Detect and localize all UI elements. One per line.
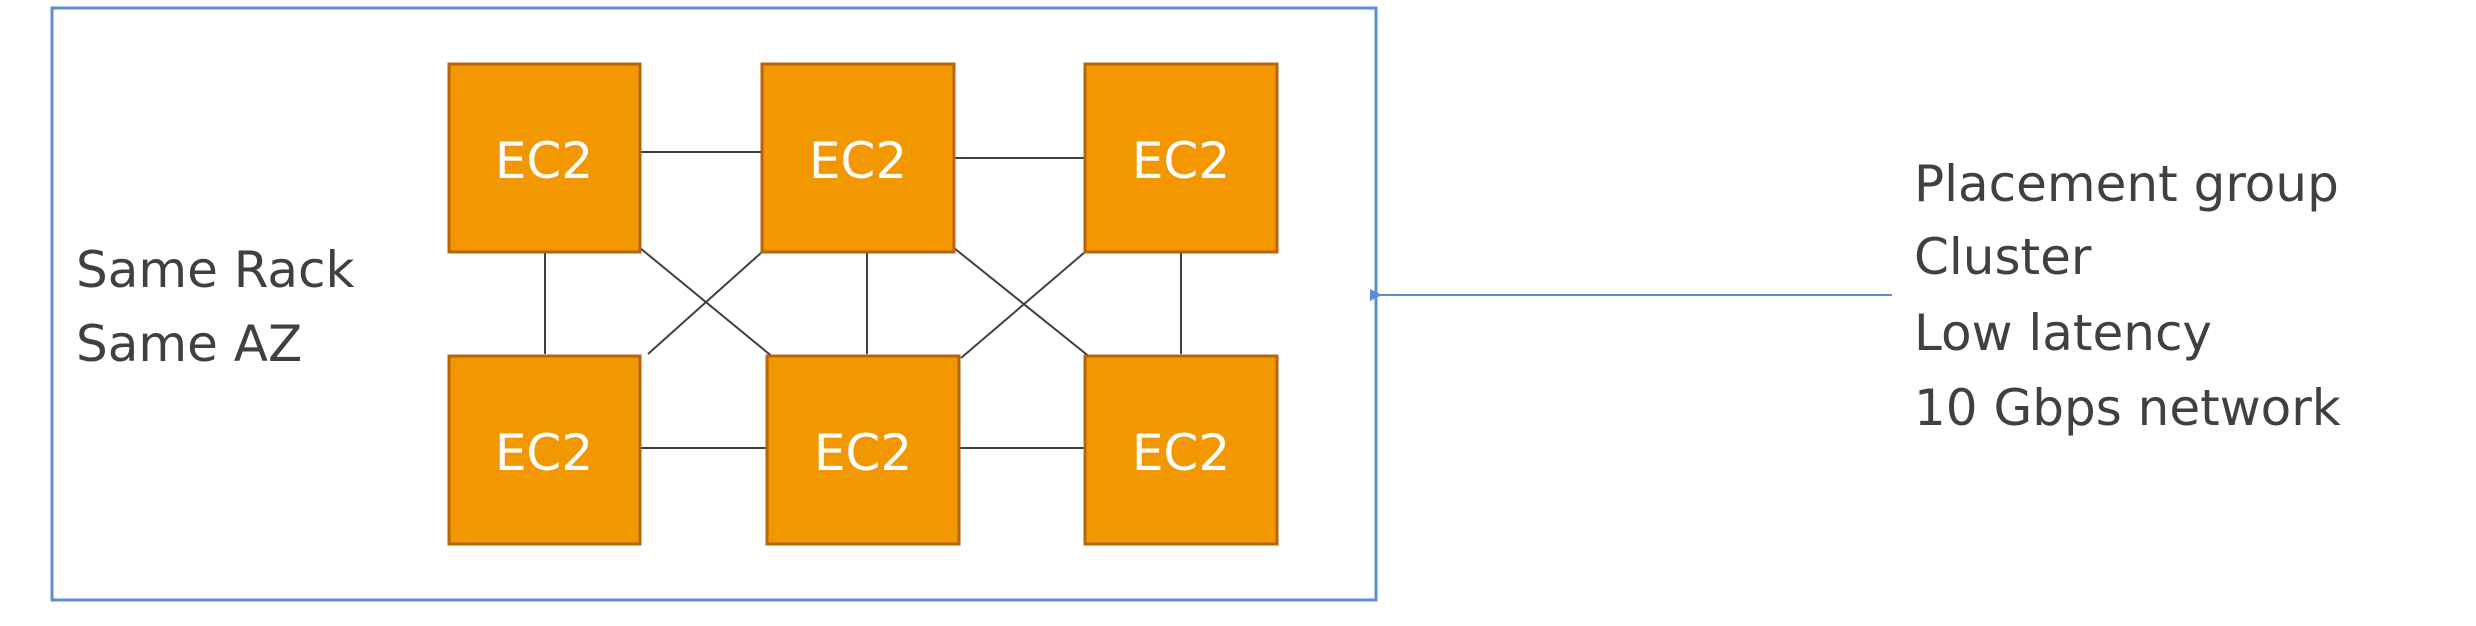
- ec2-instance: EC2: [447, 354, 642, 546]
- ec2-instance: EC2: [765, 354, 961, 546]
- ec2-instance: EC2: [447, 62, 642, 254]
- connector-diagonal-3: [953, 247, 1092, 359]
- ec2-instance-label: EC2: [814, 424, 912, 482]
- info-placement-group: Placement group: [1914, 155, 2339, 213]
- ec2-instance-box: [447, 62, 642, 254]
- ec2-instance-box: [760, 62, 956, 254]
- ec2-instance-box: [765, 354, 961, 546]
- ec2-instance-box: [1083, 354, 1279, 546]
- rack-label-line1: Same Rack: [76, 241, 355, 299]
- rack-label-line2: Same AZ: [76, 315, 302, 373]
- instance-connectors: [544, 151, 1182, 449]
- rack-container: [50, 6, 1378, 602]
- ec2-instance: EC2: [1083, 354, 1279, 546]
- info-network-speed: 10 Gbps network: [1914, 379, 2341, 437]
- ec2-instance-label: EC2: [1132, 132, 1230, 190]
- ec2-instance-label: EC2: [809, 132, 907, 190]
- ec2-instance-label: EC2: [495, 424, 593, 482]
- info-cluster: Cluster: [1914, 228, 2092, 286]
- ec2-instance: EC2: [760, 62, 956, 254]
- connector-diagonal-1: [639, 247, 775, 359]
- ec2-instance-box: [447, 354, 642, 546]
- ec2-instance-label: EC2: [1132, 424, 1230, 482]
- ec2-instance-box: [1083, 62, 1279, 254]
- info-low-latency: Low latency: [1914, 304, 2212, 362]
- ec2-instance-label: EC2: [495, 132, 593, 190]
- ec2-instance: EC2: [1083, 62, 1279, 254]
- connector-diagonal-4: [960, 251, 1086, 359]
- connector-diagonal-2: [647, 251, 763, 355]
